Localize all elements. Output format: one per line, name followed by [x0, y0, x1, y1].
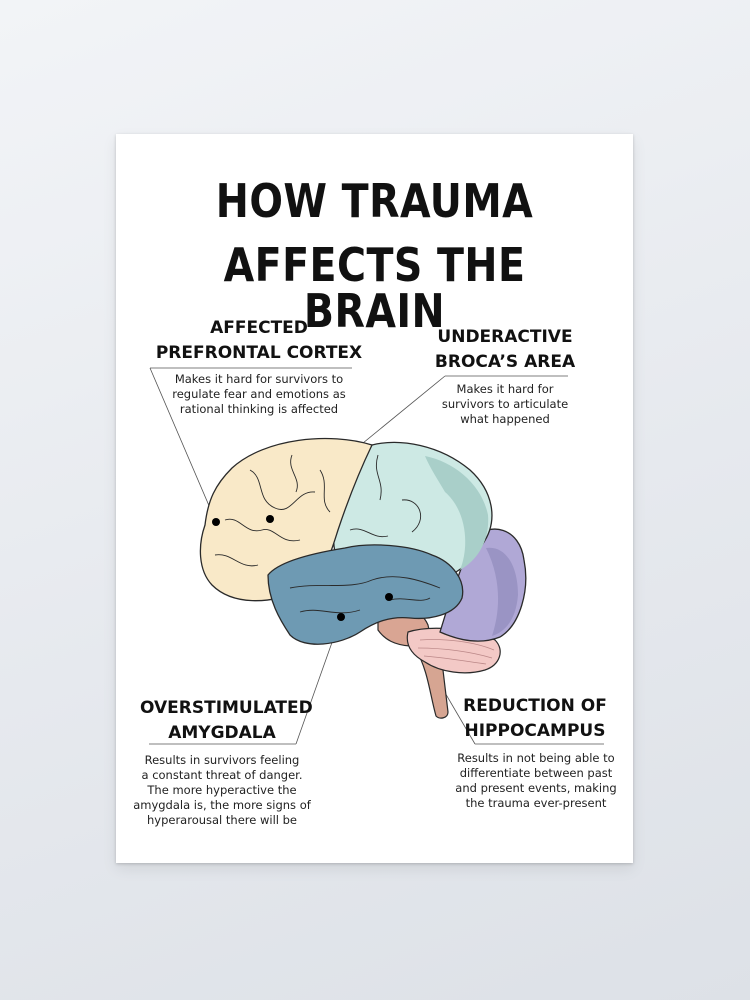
- broca-heading: UNDERACTIVE BROCA’S AREA: [430, 325, 580, 375]
- poster-title-line-1: HOW TRAUMA: [215, 174, 534, 228]
- broca-description: Makes it hard for survivors to articulat…: [430, 382, 580, 427]
- amygdala-desc-line-2: a constant threat of danger.: [141, 768, 303, 782]
- broca-desc-line-3: what happened: [460, 412, 550, 426]
- prefrontal-marker: [212, 518, 220, 526]
- broca-heading-line-2: BROCA’S AREA: [434, 352, 576, 372]
- amygdala-description: Results in survivors feeling a constant …: [130, 753, 314, 828]
- prefrontal-desc-line-2: regulate fear and emotions as: [172, 387, 346, 401]
- amygdala-heading-line-2: AMYGDALA: [168, 723, 276, 743]
- cerebellum-folds: [417, 639, 495, 665]
- amygdala-desc-line-4: amygdala is, the more signs of: [133, 798, 311, 812]
- hippocampus-desc-line-1: Results in not being able to: [457, 751, 615, 765]
- poster-content: HOW TRAUMA AFFECTS THE BRAIN: [116, 134, 633, 863]
- broca-marker: [266, 515, 274, 523]
- amygdala-desc-line-1: Results in survivors feeling: [144, 753, 300, 767]
- broca-heading-line-1: UNDERACTIVE: [437, 327, 573, 347]
- hippocampus-desc-line-2: differentiate between past: [459, 766, 613, 780]
- amygdala-heading-line-1: OVERSTIMULATED: [140, 698, 313, 718]
- prefrontal-desc-line-1: Makes it hard for survivors to: [174, 372, 344, 386]
- amygdala-marker: [337, 613, 345, 621]
- hippocampus-heading-line-1: REDUCTION OF: [463, 696, 607, 716]
- amygdala-heading: OVERSTIMULATED AMYGDALA: [140, 696, 313, 746]
- hippocampus-heading-line-2: HIPPOCAMPUS: [464, 721, 606, 741]
- hippocampus-heading: REDUCTION OF HIPPOCAMPUS: [460, 694, 610, 744]
- amygdala-region: [267, 544, 464, 645]
- amygdala-desc-line-5: hyperarousal there will be: [146, 813, 298, 827]
- prefrontal-pointer-line: [149, 367, 217, 523]
- prefrontal-folds: [214, 454, 331, 567]
- broca-desc-line-2: survivors to articulate: [441, 397, 569, 411]
- broca-folds: [349, 454, 422, 538]
- amygdala-folds: [289, 576, 441, 614]
- prefrontal-heading-line-2: PREFRONTAL CORTEX: [155, 343, 363, 363]
- hippocampus-desc-line-3: and present events, making: [455, 781, 617, 795]
- hippocampus-marker: [385, 593, 393, 601]
- broca-shade: [425, 456, 489, 570]
- amygdala-desc-line-3: The more hyperactive the: [147, 783, 297, 797]
- occipital-shade: [486, 547, 518, 636]
- hippocampus-description: Results in not being able to differentia…: [450, 751, 622, 811]
- hippocampus-desc-line-4: the trauma ever-present: [465, 796, 607, 810]
- prefrontal-desc-line-3: rational thinking is affected: [179, 402, 339, 416]
- prefrontal-heading: AFFECTED PREFRONTAL CORTEX: [150, 316, 368, 366]
- prefrontal-heading-line-1: AFFECTED: [210, 318, 308, 338]
- poster-title-line-2: AFFECTS THE BRAIN: [223, 238, 526, 338]
- broca-desc-line-1: Makes it hard for: [456, 382, 554, 396]
- prefrontal-description: Makes it hard for survivors to regulate …: [150, 372, 368, 417]
